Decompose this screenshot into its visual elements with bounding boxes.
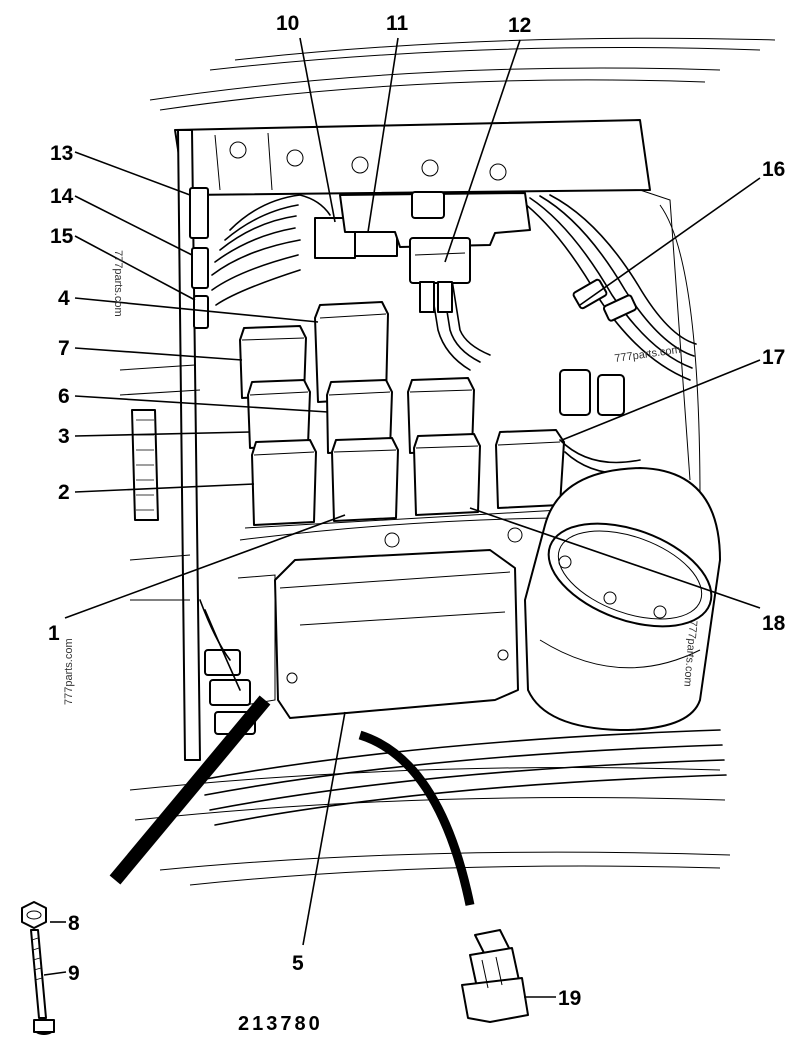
wiring-harness: [109, 194, 727, 906]
callout-5: 5: [292, 952, 304, 975]
top-relays: [314, 191, 531, 313]
callout-10: 10: [276, 12, 299, 35]
callout-9: 9: [68, 962, 80, 985]
connector-plug-19: [461, 929, 529, 1023]
callout-18: 18: [762, 612, 786, 635]
leader-18: [469, 507, 761, 609]
connector-16: [572, 278, 637, 322]
control-box-5: [237, 549, 519, 719]
leader-lines: [43, 37, 761, 998]
leader-6: [74, 395, 329, 413]
relay-2: [251, 439, 317, 526]
leader-7: [74, 347, 243, 361]
watermark-left-upper: 777parts.com: [112, 250, 124, 317]
leader-2: [74, 483, 255, 493]
leader-3: [74, 431, 251, 437]
callout-labels: 13 14 15 4 7 6 3 2 1 10 11 12 16 17 18 5…: [48, 12, 786, 1010]
leader-4: [74, 297, 319, 323]
drawing-number: 213780: [238, 1013, 323, 1035]
relay-1: [331, 437, 399, 522]
leader-10: [299, 37, 336, 223]
relay-lower-right: [413, 433, 481, 516]
leader-16: [579, 177, 761, 306]
relay-4: [314, 301, 389, 403]
callout-2: 2: [58, 481, 70, 504]
relay-17: [495, 429, 565, 509]
relay-bank: [239, 301, 565, 548]
leader-13: [74, 151, 191, 196]
enclosure-housing: [119, 37, 776, 886]
callout-11: 11: [386, 12, 409, 35]
callout-19: 19: [558, 987, 581, 1010]
cylinder-component-18: [524, 467, 721, 731]
callout-8: 8: [68, 912, 80, 935]
callout-4: 4: [58, 287, 70, 310]
relay-3: [247, 379, 311, 449]
watermark-left-lower: 777parts.com: [63, 638, 75, 705]
leader-14: [74, 195, 193, 256]
leader-11: [367, 37, 399, 233]
leader-17: [561, 359, 761, 441]
callout-7: 7: [58, 337, 70, 360]
leader-9: [43, 971, 67, 976]
leader-12: [444, 39, 521, 263]
relay-6: [326, 379, 393, 454]
callout-14: 14: [50, 185, 74, 208]
nut-8: [21, 901, 47, 929]
watermark-right: 777parts.com: [681, 620, 699, 687]
fuses-left: [189, 187, 209, 329]
callout-6: 6: [58, 385, 70, 408]
callout-1: 1: [48, 622, 60, 645]
side-connectors: [559, 369, 646, 475]
watermark-center-right: 777parts.com: [614, 344, 682, 365]
bolt-9: [30, 929, 55, 1035]
callout-12: 12: [508, 14, 531, 37]
leader-1: [64, 514, 346, 619]
callout-3: 3: [58, 425, 70, 448]
callout-17: 17: [762, 346, 785, 369]
leader-15: [74, 235, 196, 301]
callout-16: 16: [762, 158, 785, 181]
callout-13: 13: [50, 142, 73, 165]
leader-5: [302, 711, 346, 946]
callout-15: 15: [50, 225, 74, 248]
